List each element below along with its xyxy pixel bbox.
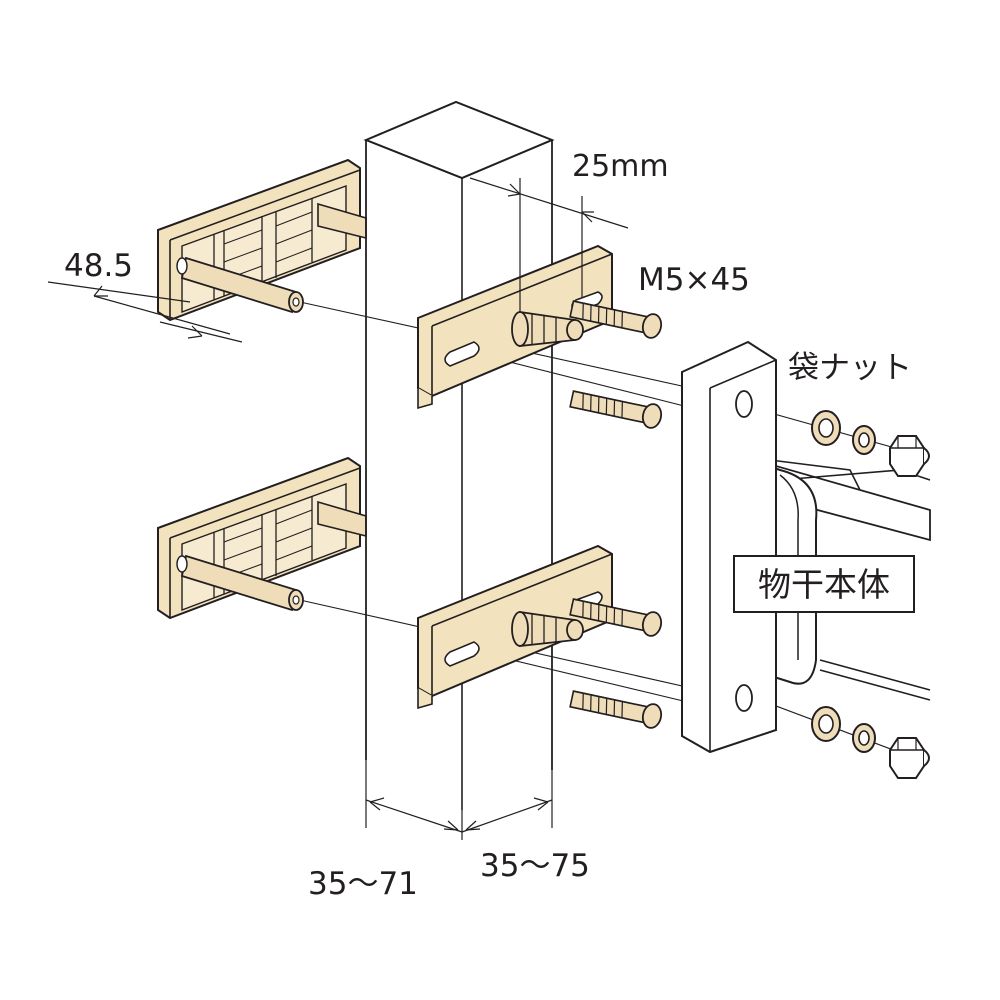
label-range-left: 35～71 [308,866,418,902]
washers-and-nuts-lower [811,706,930,779]
post [363,100,555,840]
bolts [568,296,665,731]
rear-bracket-upper [157,159,367,321]
washers-and-nuts-upper [811,410,930,477]
label-body-box: 物干本体 [733,555,915,613]
label-bolt-spec: M5×45 [638,262,750,298]
label-48-5: 48.5 [64,248,133,284]
label-body: 物干本体 [758,565,890,604]
dimension-25mm [469,177,629,312]
label-cap-nut: 袋ナット [788,350,912,386]
pole-body [681,340,931,754]
rear-bracket-lower [157,457,367,619]
dimension-ranges [365,797,553,833]
label-range-right: 35～75 [480,848,590,884]
dimension-48-5 [47,281,243,343]
label-25mm: 25mm [572,149,669,184]
